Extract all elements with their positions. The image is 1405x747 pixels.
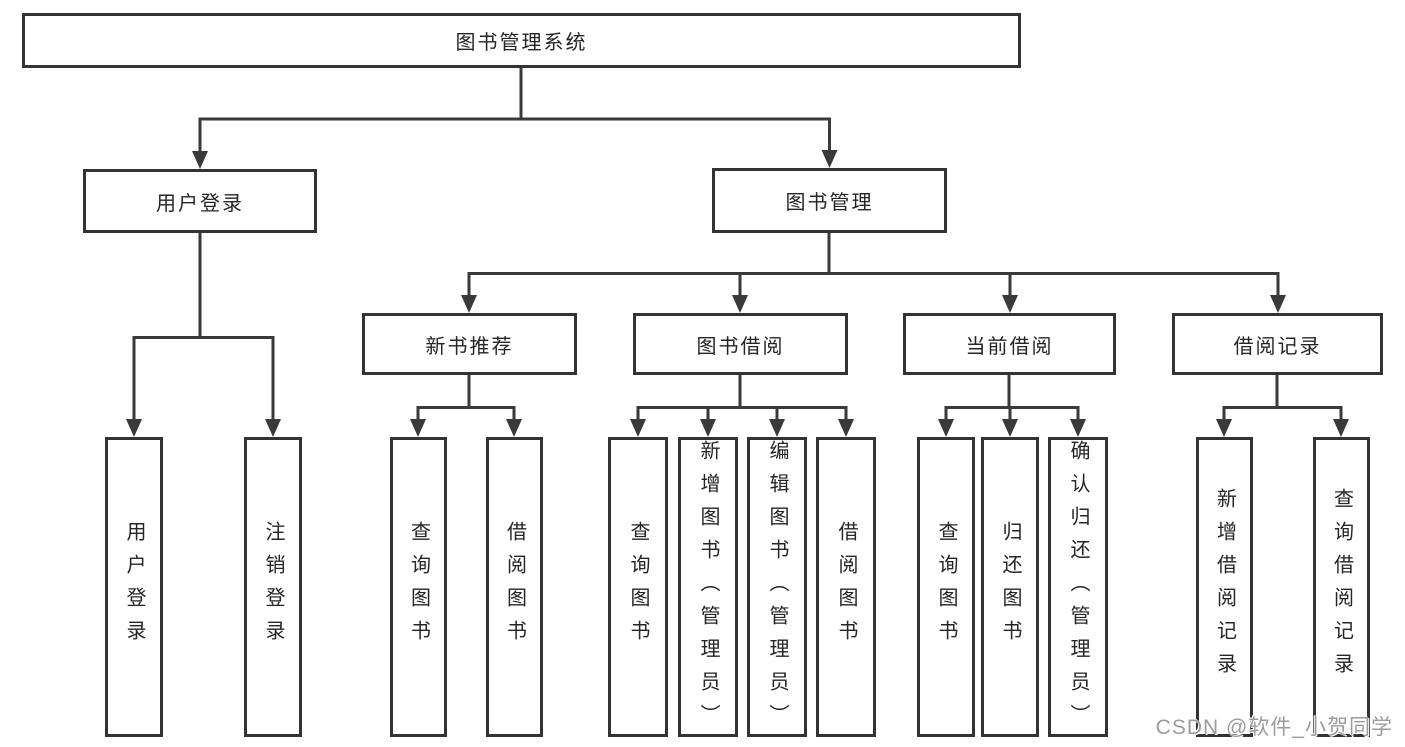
leaf-label: 查询图书 xyxy=(407,521,430,653)
arrow-down-icon xyxy=(1216,419,1232,437)
node-current-borrow: 当前借阅 xyxy=(903,313,1116,375)
leaf-label: 归还图书 xyxy=(999,521,1021,653)
leaf-label: 注销登录 xyxy=(262,521,284,653)
leaf-borrow-books-recommend: 借阅图书 xyxy=(486,437,543,737)
node-book-borrow-label: 图书借阅 xyxy=(696,335,785,358)
node-new-book-recommend-label: 新书推荐 xyxy=(425,335,514,358)
leaf-user-login: 用户登录 xyxy=(105,437,163,737)
leaf-label: 借阅图书 xyxy=(835,521,857,653)
leaf-logout: 注销登录 xyxy=(244,437,302,737)
arrow-down-icon xyxy=(1002,295,1018,313)
arrow-down-icon xyxy=(732,295,748,313)
leaf-add-borrow-record: 新增借阅记录 xyxy=(1196,437,1253,737)
arrow-down-icon xyxy=(821,150,838,168)
leaf-query-books-current: 查询图书 xyxy=(917,437,975,737)
leaf-label: 新增借阅记录 xyxy=(1213,488,1236,686)
arrow-down-icon xyxy=(192,151,208,169)
watermark-text: CSDN @软件_小贺同学 xyxy=(1155,716,1393,739)
arrow-down-icon xyxy=(1002,419,1018,437)
arrow-down-icon xyxy=(1270,295,1286,313)
watermark: CSDN @软件_小贺同学 xyxy=(1156,711,1393,741)
leaf-edit-books-admin: 编辑图书（管理员） xyxy=(747,437,807,737)
leaf-borrow-books: 借阅图书 xyxy=(816,437,876,737)
arrow-down-icon xyxy=(461,295,477,313)
leaf-label: 新增图书（管理员） xyxy=(697,440,719,737)
node-new-book-recommend: 新书推荐 xyxy=(362,313,577,375)
leaf-query-books-recommend: 查询图书 xyxy=(390,437,447,737)
arrow-down-icon xyxy=(630,419,646,437)
leaf-query-books-borrow: 查询图书 xyxy=(608,437,668,737)
node-book-management-label: 图书管理 xyxy=(785,192,874,214)
arrow-down-icon xyxy=(506,419,522,437)
node-user-login-label: 用户登录 xyxy=(156,192,244,215)
leaf-label: 查询图书 xyxy=(627,521,649,653)
arrow-down-icon xyxy=(838,419,854,437)
leaf-return-books: 归还图书 xyxy=(981,437,1039,737)
leaf-label: 用户登录 xyxy=(123,521,145,653)
node-book-management: 图书管理 xyxy=(712,168,947,233)
leaf-label: 借阅图书 xyxy=(503,521,526,653)
leaf-query-borrow-record: 查询借阅记录 xyxy=(1313,437,1370,737)
node-user-login: 用户登录 xyxy=(83,169,317,233)
arrow-down-icon xyxy=(700,419,716,437)
leaf-confirm-return-admin: 确认归还（管理员） xyxy=(1048,437,1108,737)
node-borrow-records-label: 借阅记录 xyxy=(1233,335,1322,358)
node-current-borrow-label: 当前借阅 xyxy=(965,335,1054,358)
node-root: 图书管理系统 xyxy=(22,13,1021,68)
leaf-label: 查询借阅记录 xyxy=(1330,488,1353,686)
leaf-label: 查询图书 xyxy=(935,521,957,653)
node-book-borrow: 图书借阅 xyxy=(633,313,848,375)
leaf-add-books-admin: 新增图书（管理员） xyxy=(678,437,738,737)
node-borrow-records: 借阅记录 xyxy=(1172,313,1383,375)
arrow-down-icon xyxy=(265,419,281,437)
arrow-down-icon xyxy=(938,419,954,437)
node-root-label: 图书管理系统 xyxy=(455,32,588,54)
leaf-label: 确认归还（管理员） xyxy=(1067,440,1089,737)
arrow-down-icon xyxy=(126,419,142,437)
leaf-label: 编辑图书（管理员） xyxy=(766,440,788,737)
arrow-down-icon xyxy=(1333,419,1349,437)
arrow-down-icon xyxy=(1070,419,1086,437)
arrow-down-icon xyxy=(410,419,426,437)
arrow-down-icon xyxy=(769,419,785,437)
